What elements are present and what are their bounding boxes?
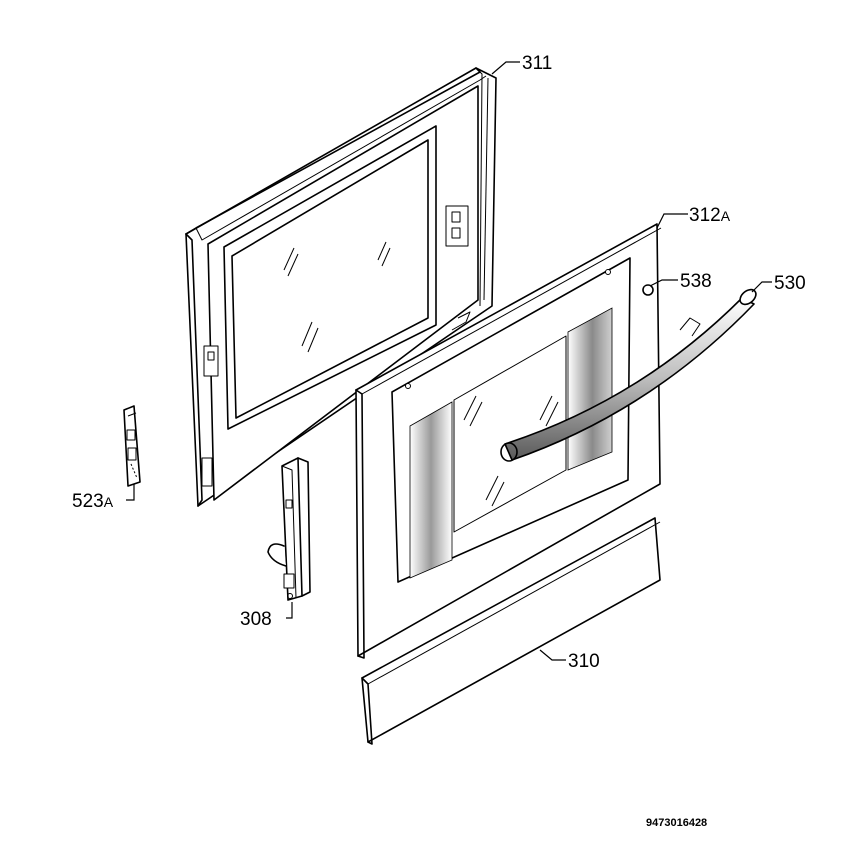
bottom-trim-310 (361, 517, 661, 745)
inner-door-frame-311 (185, 67, 497, 507)
bracket-523a (123, 405, 141, 487)
label-308: 308 (240, 609, 272, 630)
screw-538 (642, 284, 654, 296)
label-312a: 312A (689, 205, 731, 226)
hinge-308 (267, 457, 311, 601)
label-523a: 523A (72, 491, 114, 512)
label-311: 311 (522, 53, 552, 74)
label-310: 310 (568, 651, 600, 672)
leader-lines (126, 61, 772, 661)
label-538: 538 (680, 271, 712, 292)
outer-door-panel-312a (355, 223, 662, 659)
drawing-code: 9473016428 (646, 817, 707, 829)
label-530: 530 (774, 273, 806, 294)
door-handle-530 (500, 288, 757, 462)
